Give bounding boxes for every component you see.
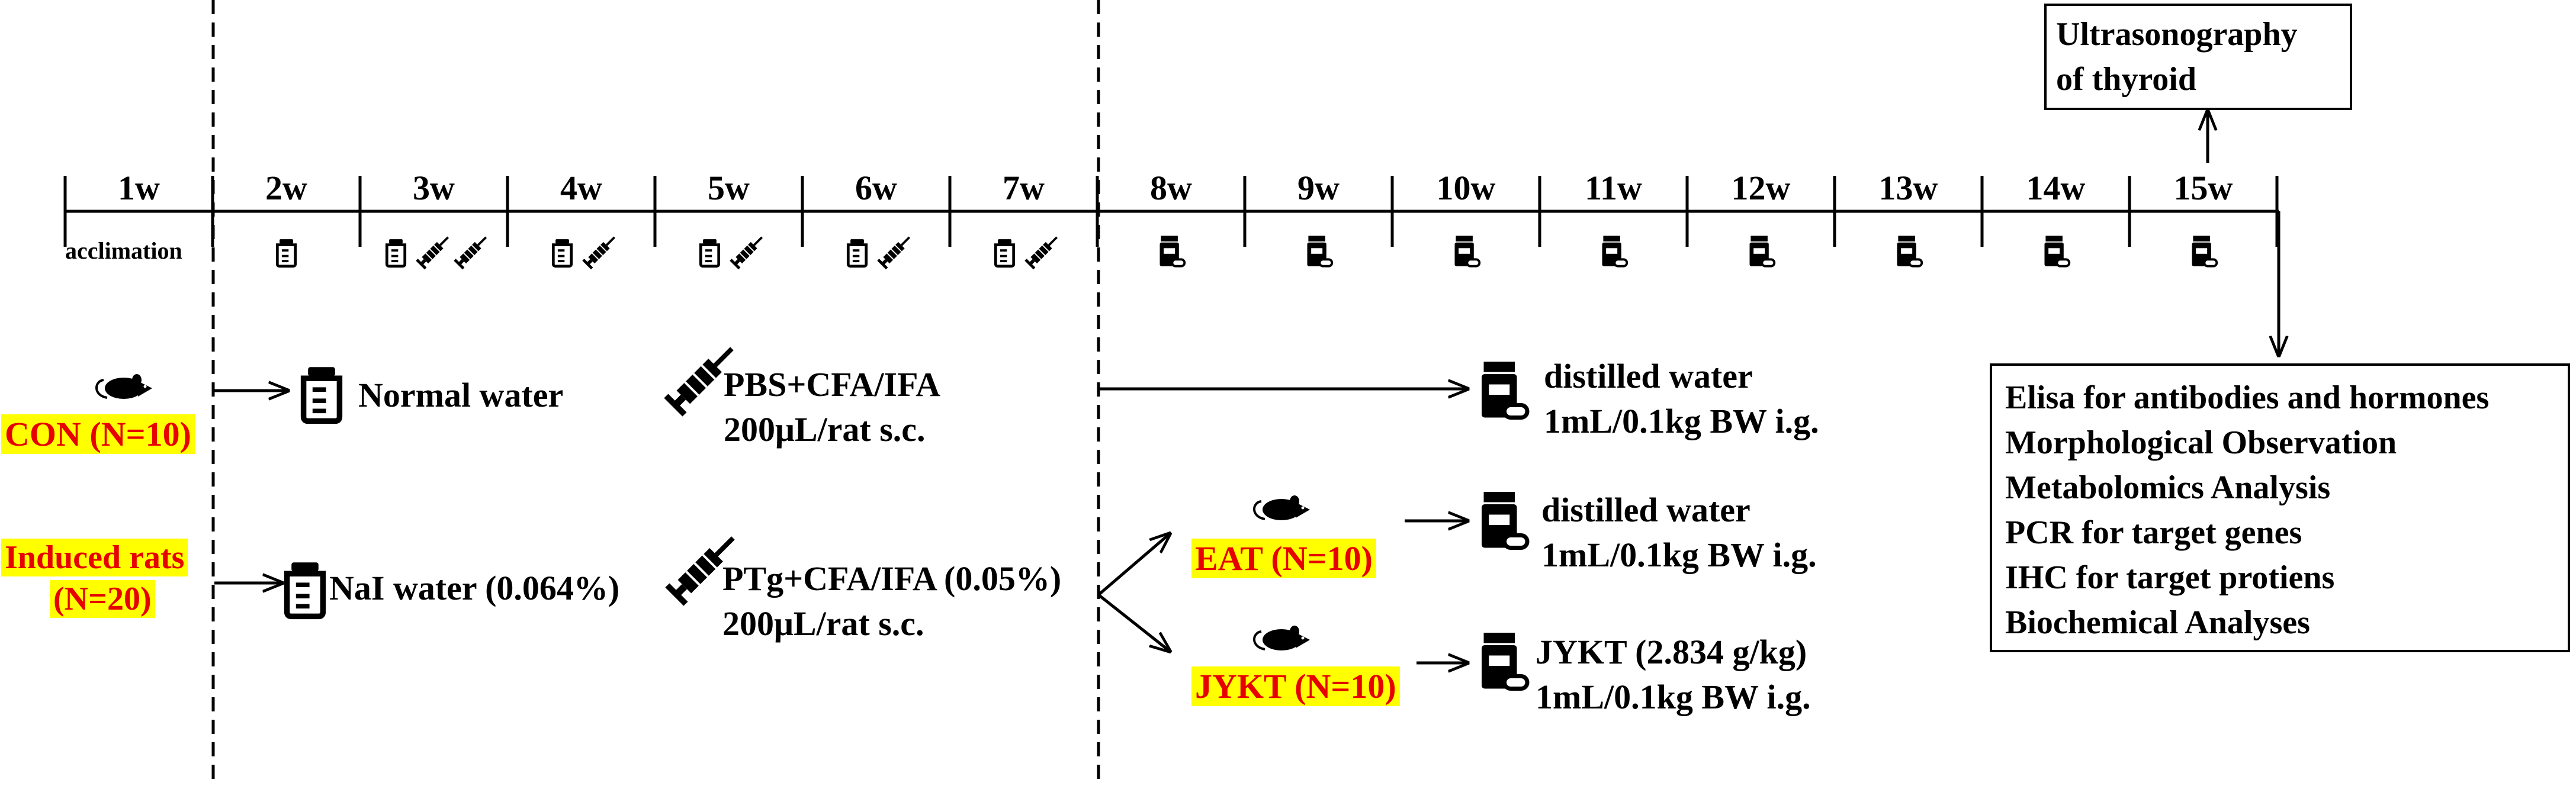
analysis-item: IHC for target protiens (2005, 559, 2335, 596)
analysis-item: Morphological Observation (2005, 424, 2397, 461)
rat-icon (1252, 494, 1311, 521)
analysis-item: Biochemical Analyses (2005, 604, 2310, 641)
bottle-icon (848, 239, 866, 266)
pill-bottle-icon (1306, 234, 1334, 268)
bottle-icon (387, 239, 404, 266)
week-label: 9w (1297, 169, 1340, 207)
week-label: 15w (2173, 169, 2233, 207)
bottle-icon (553, 239, 571, 266)
induced-injection-line-2: 200μL/rat s.c. (722, 604, 924, 643)
pill-bottle-icon (2190, 234, 2218, 268)
induced-water-label: NaI water (0.064%) (329, 569, 620, 607)
pill-bottle-icon (1896, 234, 1923, 268)
eat-treatment-line-1: distilled water (1541, 491, 1750, 529)
pill-bottle-icon (1601, 234, 1629, 268)
jykt-group-label: JYKT (N=10) (1191, 666, 1400, 706)
week-label: 5w (708, 169, 750, 207)
con-group-label: CON (N=10) (1, 414, 195, 454)
con-injection-line-2: 200μL/rat s.c. (724, 410, 926, 449)
syringe-icon (582, 232, 620, 270)
week-icons (277, 232, 2218, 270)
syringe-icon (729, 232, 767, 270)
week-label: 4w (560, 169, 602, 207)
pill-bottle-icon (1482, 633, 1527, 689)
pill-bottle-icon (1748, 234, 1776, 268)
eat-group-label: EAT (N=10) (1191, 539, 1376, 578)
con-water-label: Normal water (358, 376, 564, 414)
eat-treatment-line-2: 1mL/0.1kg BW i.g. (1541, 536, 1817, 574)
syringe-icon (415, 232, 454, 270)
analysis-item: Metabolomics Analysis (2005, 469, 2331, 506)
rat-icon (1252, 624, 1311, 652)
week-label: 10w (1436, 169, 1496, 207)
analysis-item: PCR for target genes (2005, 514, 2302, 551)
water-bottle-icon (304, 367, 340, 421)
week-label: 11w (1585, 169, 1642, 207)
week-label: 1w (118, 169, 160, 207)
week-label: 3w (413, 169, 455, 207)
syringe-icon (1024, 232, 1062, 270)
acclimation-label: acclimation (65, 237, 182, 264)
syringe-icon (453, 232, 492, 270)
week-label: 14w (2026, 169, 2086, 207)
pill-bottle-icon (1453, 234, 1481, 268)
ultrasound-line-1: Ultrasonography (2056, 16, 2298, 53)
induced-group-label-2: (N=20) (50, 580, 155, 618)
ultrasound-box: Ultrasonography of thyroid (2044, 4, 2352, 110)
pill-bottle-icon (1158, 234, 1186, 268)
week-label: 12w (1731, 169, 1791, 207)
ultrasound-line-2: of thyroid (2056, 61, 2196, 98)
bottle-icon (277, 239, 295, 266)
arrow-split-jykt (1097, 594, 1170, 651)
bottle-icon (995, 239, 1013, 266)
arrow-split-eat (1097, 534, 1170, 596)
con-treatment-line-1: distilled water (1544, 357, 1753, 395)
jykt-treatment-line-2: 1mL/0.1kg BW i.g. (1536, 678, 1811, 716)
timeline-ticks (63, 176, 2279, 247)
induced-group-label-1: Induced rats (1, 539, 188, 576)
bottle-icon (701, 239, 718, 266)
week-label: 2w (265, 169, 307, 207)
analysis-item: Elisa for antibodies and hormones (2005, 379, 2490, 416)
week-label: 6w (855, 169, 897, 207)
rat-icon (95, 373, 153, 400)
week-label: 13w (1878, 169, 1938, 207)
week-label: 8w (1150, 169, 1192, 207)
pill-bottle-icon (2043, 234, 2071, 268)
induced-injection-line-1: PTg+CFA/IFA (0.05%) (722, 559, 1062, 598)
con-injection-line-1: PBS+CFA/IFA (724, 365, 941, 404)
con-treatment-line-2: 1mL/0.1kg BW i.g. (1544, 402, 1819, 440)
pill-bottle-icon (1482, 492, 1527, 548)
pill-bottle-icon (1482, 362, 1527, 418)
week-label: 7w (1003, 169, 1045, 207)
jykt-treatment-line-1: JYKT (2.834 g/kg) (1536, 633, 1807, 671)
syringe-icon (876, 232, 915, 270)
analyses-box: Elisa for antibodies and hormones Morpho… (1990, 363, 2570, 652)
water-bottle-icon (287, 562, 323, 616)
